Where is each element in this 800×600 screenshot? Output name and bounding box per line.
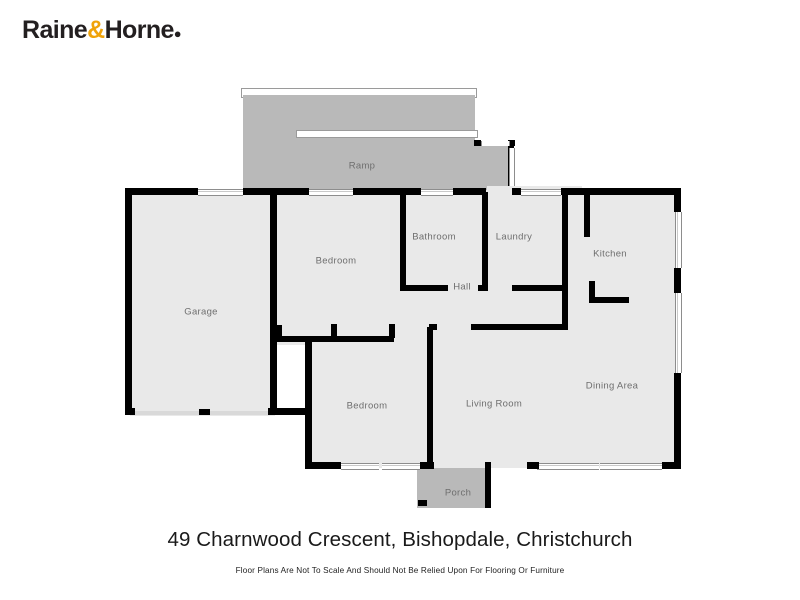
dining-south-window — [600, 463, 662, 470]
company-logo: Raine&Horne● — [22, 16, 182, 45]
room-kitchen — [560, 190, 677, 310]
interior-wall-laundry-kitchen — [562, 192, 568, 327]
fill-hall-connector — [275, 325, 440, 345]
room-dining-area — [560, 300, 677, 468]
disclaimer-text: Floor Plans Are Not To Scale And Should … — [235, 566, 565, 575]
kitchen-bench-vertical — [589, 281, 595, 303]
logo-text-horne: Horne — [104, 16, 175, 44]
bedroom1-north-window-mullion — [309, 191, 353, 192]
room-label-hall: Hall — [453, 281, 471, 293]
interior-wall-bathroom-south-left — [400, 285, 448, 291]
room-label-bathroom: Bathroom — [412, 231, 456, 243]
logo-registered-mark: ● — [173, 26, 182, 41]
exterior-wall-north-bathroom-left — [353, 188, 421, 195]
dining-east-window-mullion — [677, 293, 678, 373]
interior-wall-bedroom1-bathroom — [400, 192, 406, 290]
bedroom2-south-window-left-mullion — [341, 465, 379, 466]
ramp-landing-wall-right — [508, 140, 515, 146]
interior-wall-hall-south-stub — [429, 324, 437, 330]
dining-east-window-group — [675, 293, 682, 373]
exterior-wall-north-kitchen — [561, 188, 681, 195]
kitchen-bench-horizontal — [589, 297, 629, 303]
exterior-wall-east-bottom — [674, 373, 681, 468]
bedroom1-north-window — [309, 189, 353, 196]
room-label-bedroom-2: Bedroom — [346, 400, 388, 412]
room-bedroom-2 — [305, 330, 435, 468]
exterior-wall-west — [125, 188, 132, 414]
laundry-north-window-mullion — [521, 191, 561, 192]
exterior-wall-north-garage-right — [243, 188, 279, 195]
exterior-wall-east-mid — [674, 268, 681, 293]
ramp-handrail — [296, 130, 478, 138]
exterior-wall-north-bedroom1-left — [279, 188, 309, 195]
bedroom2-south-window-right — [382, 463, 420, 470]
room-label-bedroom-1: Bedroom — [315, 255, 357, 267]
room-bathroom — [405, 190, 487, 290]
kitchen-east-window-mullion — [677, 212, 678, 268]
interior-wall-bedroom1-south-stub-left — [276, 325, 282, 337]
exterior-wall-north-laundry-corner — [512, 188, 521, 195]
room-ramp-step — [475, 141, 510, 191]
interior-wall-kitchen-pantry — [584, 192, 590, 237]
garage-north-window-mullion — [198, 191, 243, 192]
living-south-window — [537, 463, 599, 470]
interior-wall-bedroom2-living — [427, 336, 433, 464]
room-label-living-room: Living Room — [465, 398, 523, 410]
room-garage — [130, 190, 275, 416]
bathroom-north-window — [421, 189, 453, 196]
ramp-landing-gate — [481, 141, 510, 146]
laundry-north-window — [521, 189, 561, 196]
exterior-wall-north-laundry — [453, 188, 486, 195]
porch-wall-left-nib — [418, 500, 427, 506]
exterior-wall-north-garage-left — [125, 188, 198, 195]
room-bedroom-1 — [275, 190, 405, 335]
room-porch — [417, 468, 485, 508]
exterior-wall-west-bedroom2 — [305, 336, 312, 468]
exterior-wall-south-bedroom2-left — [305, 462, 341, 469]
logo-text-raine: Raine — [22, 16, 88, 44]
room-label-kitchen: Kitchen — [593, 248, 627, 260]
room-ramp — [243, 95, 475, 191]
porch-wall-right — [485, 462, 491, 508]
bedroom2-south-window-left — [341, 463, 379, 470]
exterior-wall-garage-east — [270, 190, 277, 415]
exterior-wall-south-dining-right — [662, 462, 681, 469]
exterior-wall-south-bedroom2-right — [420, 462, 434, 469]
ramp-landing-side-rail — [509, 148, 515, 190]
logo-ampersand: & — [87, 16, 105, 44]
room-label-porch: Porch — [444, 487, 472, 499]
garage-south-wall-nib-mid — [199, 409, 210, 415]
ramp-landing-wall-left — [474, 140, 481, 146]
bedroom2-south-window-right-mullion — [382, 465, 420, 466]
interior-wall-bedroom1-south-stub-right — [389, 324, 395, 338]
interior-wall-closet-divider — [331, 324, 337, 342]
living-south-window-mullion — [537, 465, 599, 466]
exterior-wall-bedroom2-step — [276, 408, 312, 415]
interior-wall-hall-south — [471, 324, 568, 330]
room-label-garage: Garage — [184, 306, 218, 318]
bathroom-north-window-mullion — [421, 191, 453, 192]
interior-wall-laundry-south — [512, 285, 567, 291]
dining-south-window-mullion — [600, 465, 662, 466]
room-label-ramp: Ramp — [348, 160, 376, 172]
room-label-dining-area: Dining Area — [585, 380, 639, 392]
interior-wall-living-north-stub — [427, 327, 433, 339]
interior-wall-bathroom-laundry — [482, 192, 488, 290]
exterior-wall-east-top — [674, 188, 681, 212]
room-label-laundry: Laundry — [495, 231, 533, 243]
garage-south-wall-nib-left — [125, 408, 135, 415]
exterior-wall-south-living-left — [527, 462, 539, 469]
page-title: 49 Charnwood Crescent, Bishopdale, Chris… — [167, 528, 633, 551]
kitchen-east-window-group — [675, 212, 682, 268]
interior-wall-bedroom2-north-stub — [305, 338, 311, 352]
garage-north-window — [198, 189, 243, 196]
room-laundry — [487, 190, 567, 290]
